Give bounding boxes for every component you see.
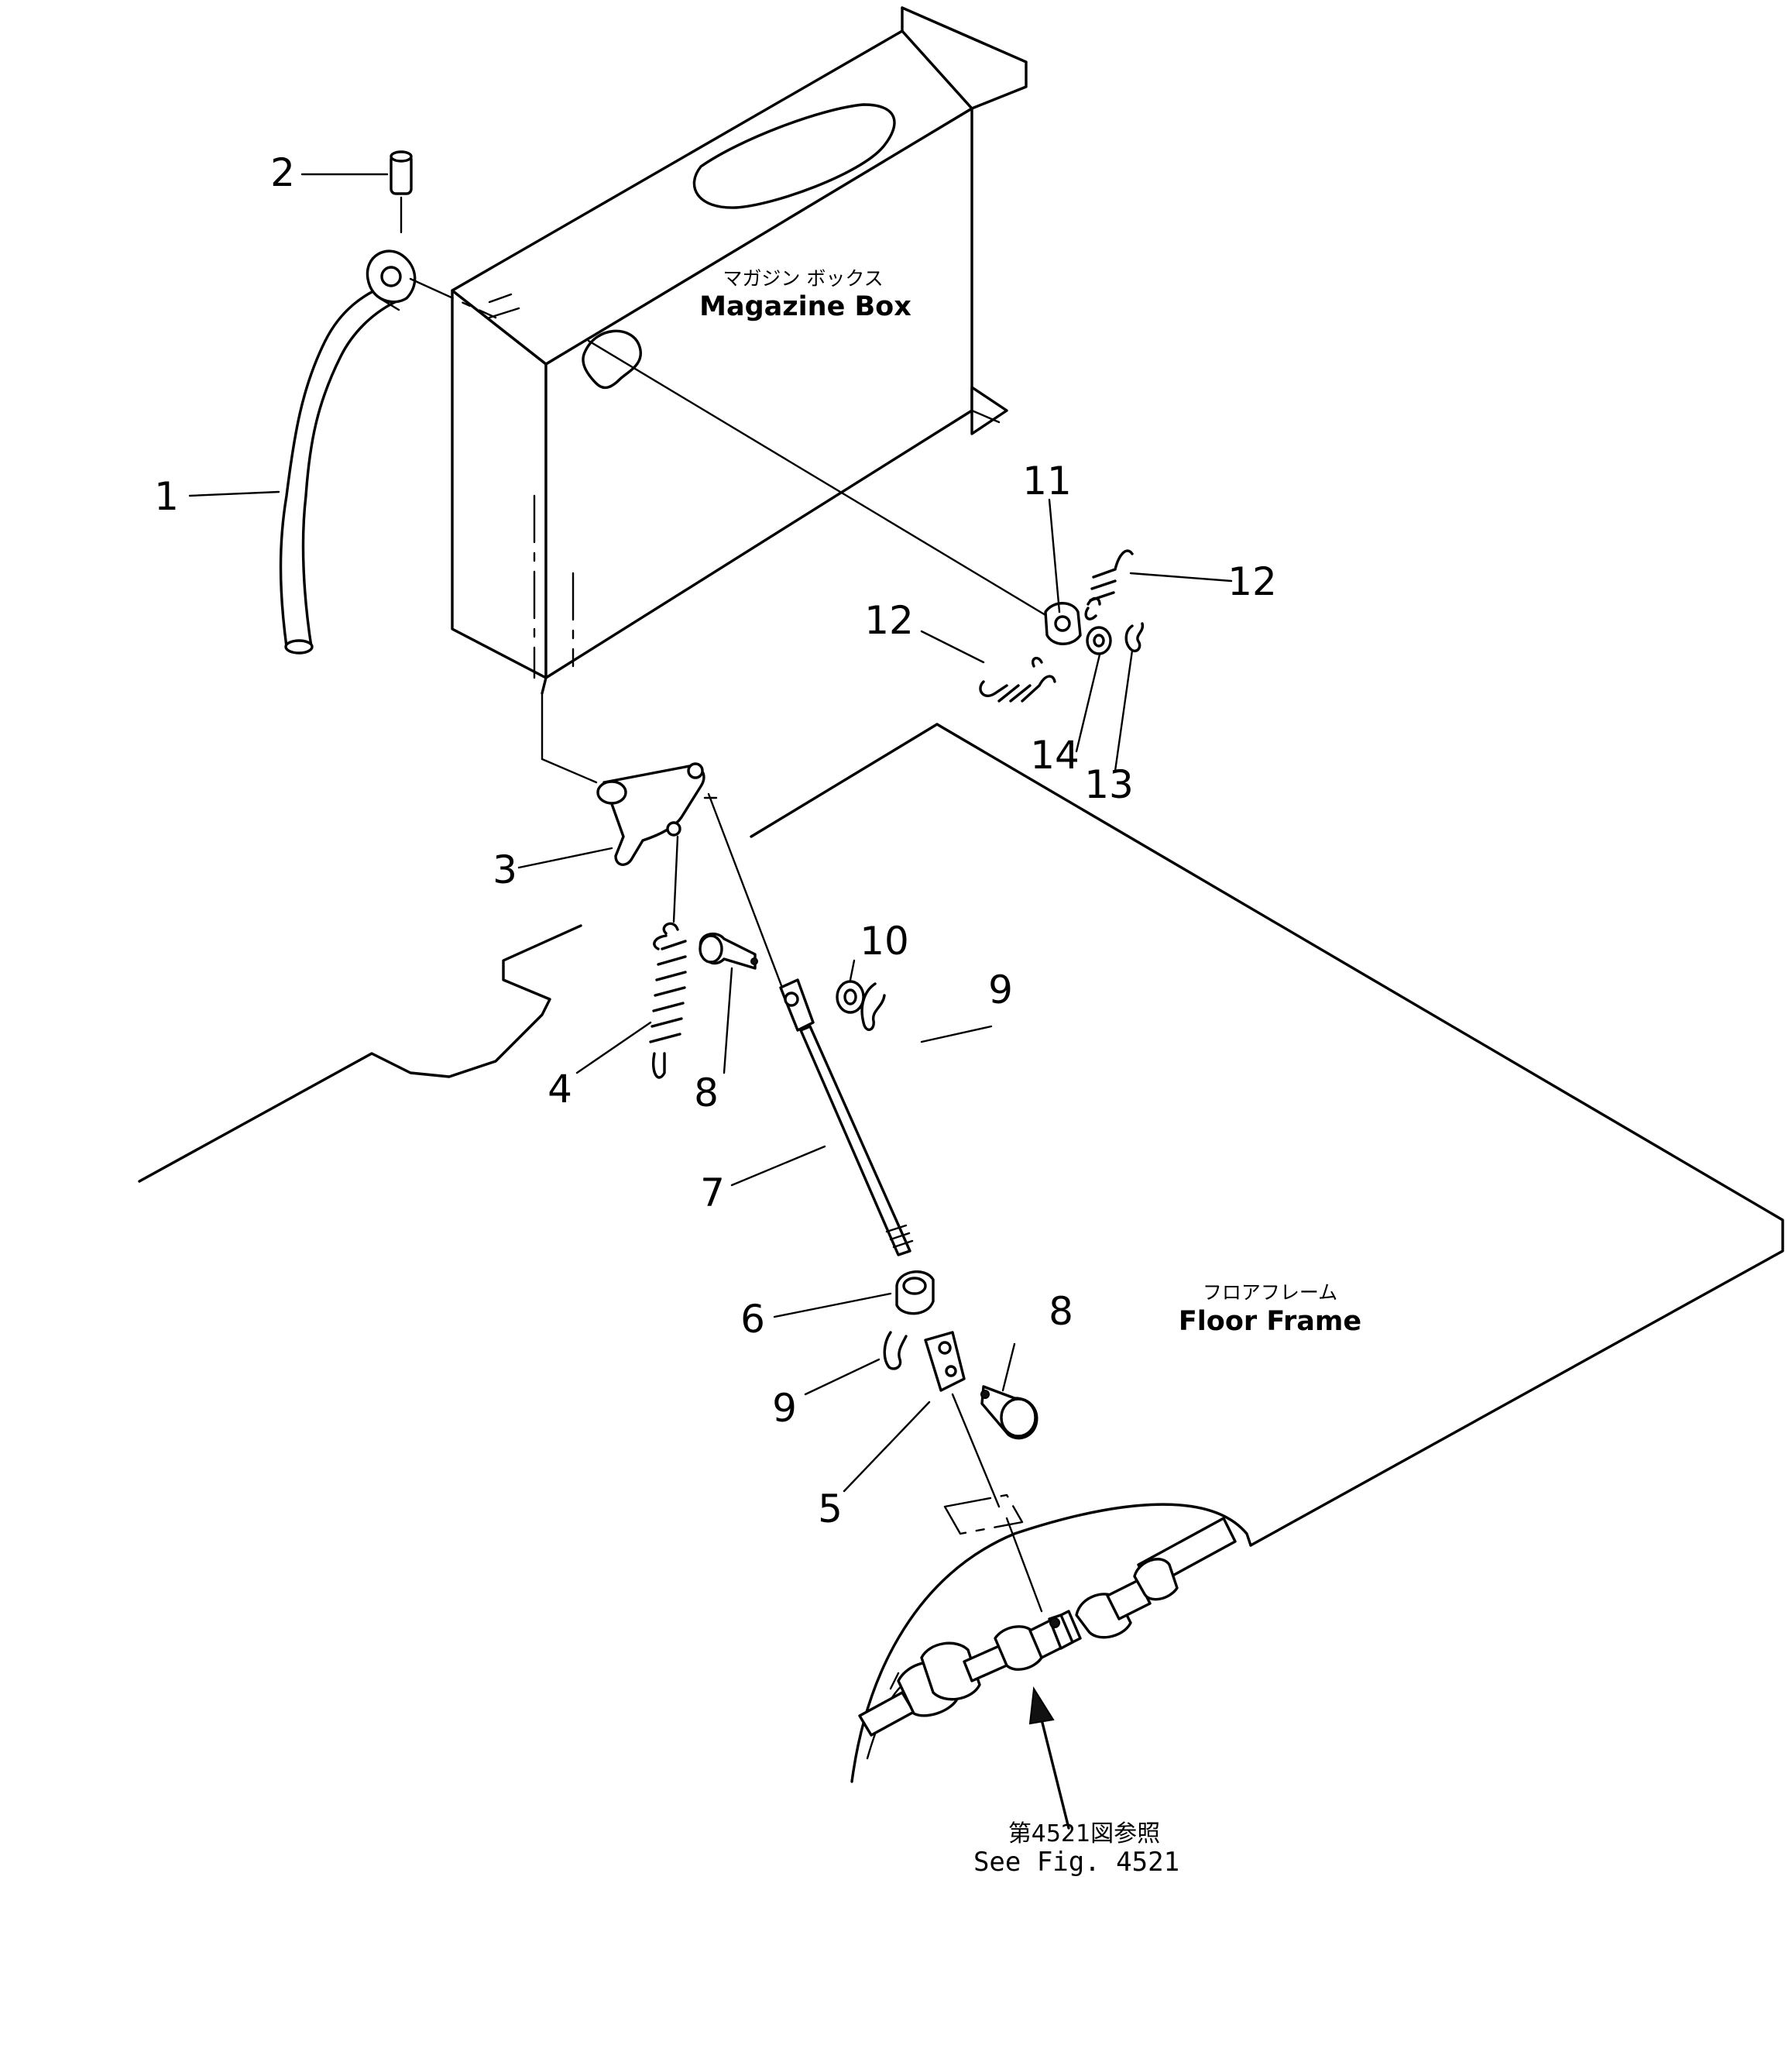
floor-frame: [138, 723, 1784, 1783]
part-11-block: [1044, 602, 1082, 645]
callout-9a: 9: [988, 967, 1013, 1012]
callout-4: 4: [548, 1067, 572, 1112]
part-6-nut: [895, 1270, 935, 1315]
part-14-washer: [1086, 626, 1112, 655]
part-13-cotter: [1124, 622, 1145, 653]
part-3-bellcrank: [596, 762, 705, 866]
callout-11: 11: [1022, 459, 1072, 504]
part-8-pin-upper: [699, 932, 758, 970]
part-1-lever: [279, 249, 417, 655]
magazine-box: [451, 6, 1028, 695]
callout-10: 10: [860, 919, 909, 964]
reference-label: See Fig. 4521: [973, 1847, 1179, 1878]
part-5-clevis: [924, 1331, 1001, 1508]
part-8-pin-lower: [980, 1385, 1038, 1440]
callout-9b: 9: [772, 1386, 797, 1431]
part-10-washer: [836, 980, 865, 1014]
magazine-box-label: Magazine Box: [699, 291, 911, 322]
valve-assembly: [858, 1493, 1237, 1830]
floor-frame-label: Floor Frame: [1179, 1306, 1361, 1337]
callout-1: 1: [154, 474, 179, 519]
floor-frame-label-jp: フロアフレーム: [1203, 1281, 1337, 1304]
callouts: 1 2 3 4 8 10 9 7 6 8 9 5 11 12 12 14 13: [154, 150, 1277, 1531]
part-9-cotter-lower: [883, 1331, 908, 1370]
callout-7: 7: [700, 1170, 725, 1215]
callout-14: 14: [1030, 733, 1080, 778]
magazine-box-label-jp: マガジン ボックス: [723, 267, 883, 290]
part-12-spring-upper: [1084, 549, 1134, 620]
callout-2: 2: [270, 150, 295, 195]
callout-5: 5: [818, 1486, 843, 1531]
leader-lines: [188, 173, 1233, 1493]
callout-12a: 12: [1227, 559, 1277, 604]
callout-3: 3: [493, 847, 517, 892]
part-9-cotter-upper: [860, 982, 886, 1031]
callout-12b: 12: [864, 598, 914, 643]
callout-8a: 8: [694, 1071, 719, 1115]
reference-label-jp: 第4521図参照: [1008, 1820, 1160, 1847]
part-4-spring: [649, 835, 687, 1079]
part-12-spring-lower: [979, 656, 1056, 703]
part-2-pin: [390, 150, 413, 234]
callout-6: 6: [740, 1297, 765, 1342]
labels: マガジン ボックス Magazine Box フロアフレーム Floor Fra…: [699, 267, 1361, 1878]
part-7-rod: [707, 792, 914, 1256]
callout-8b: 8: [1049, 1289, 1073, 1334]
callout-13: 13: [1084, 762, 1134, 807]
